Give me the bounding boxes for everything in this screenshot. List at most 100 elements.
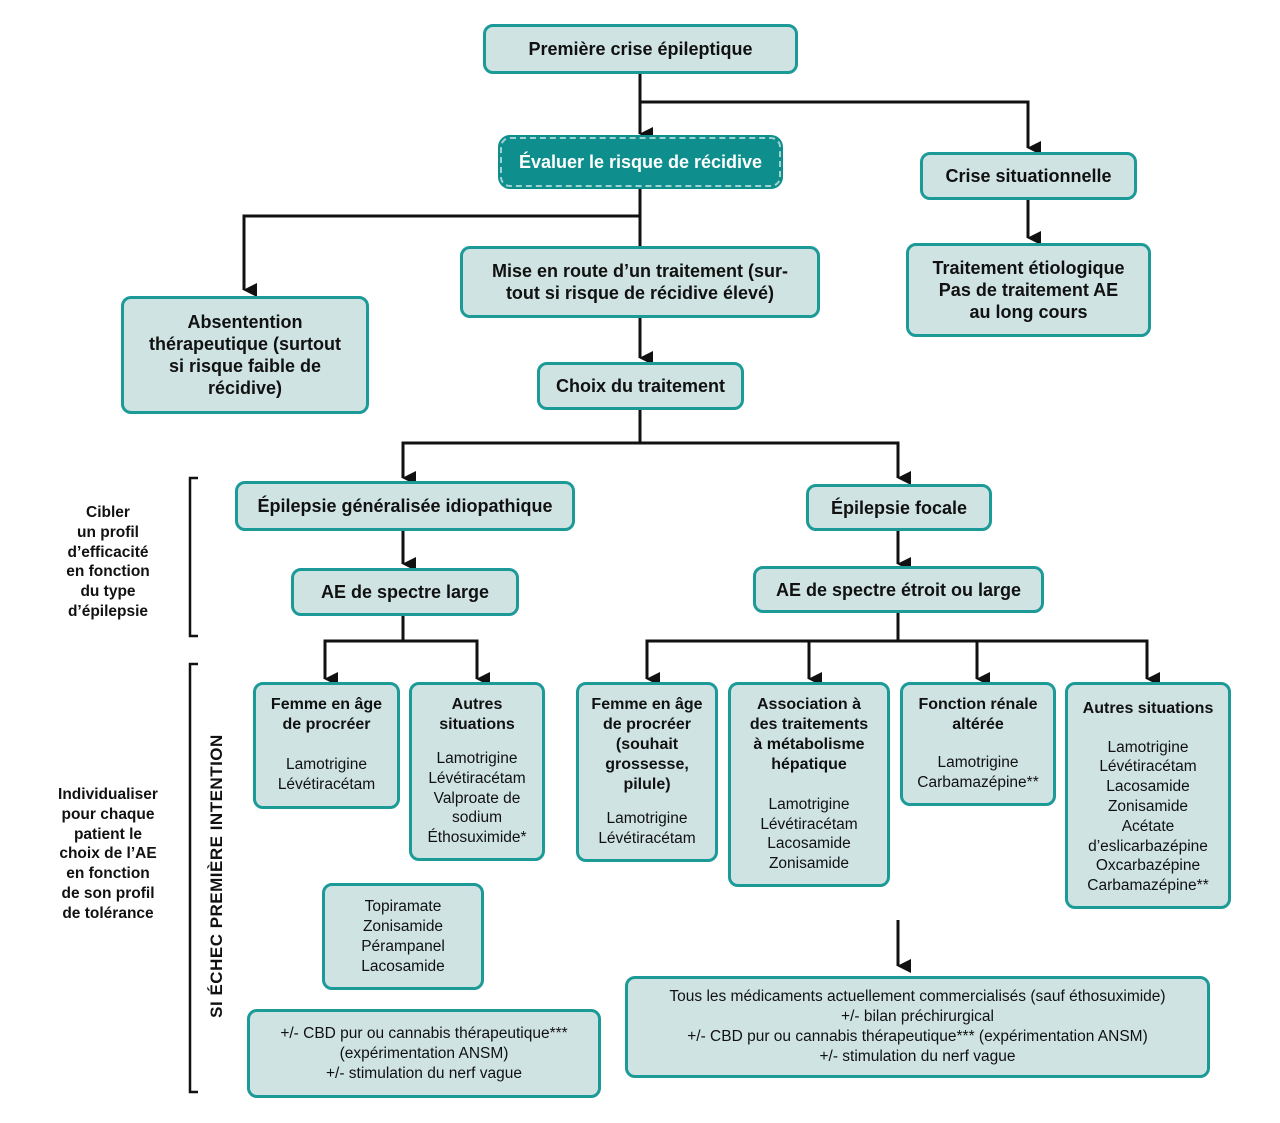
side-line: patient le [73,825,143,843]
drug-item: Lamotrigine [1107,738,1189,756]
arrow-narrow-to-hepatic [807,639,898,686]
drug-item: Zonisamide [1107,798,1189,816]
broad-spectrum-label: AE de spectre large [320,582,490,602]
bottom-focal-box: Tous les médicaments actuellement commer… [625,976,1210,1078]
arrow-broad-to-woman [323,639,403,686]
drug-item: Oxcarbazépine [1095,857,1201,875]
etiological-line: Traitement étiologique [932,258,1125,278]
broad-spectrum-node: AE de spectre large [291,568,519,616]
abstention-line: thérapeutique (surtout [149,334,341,354]
side-line: de tolérance [62,904,154,922]
focal-hepatic-box: Association à des traitements à métaboli… [728,682,890,887]
drug-item: Lacosamide [361,957,445,975]
etiological-line: Pas de traitement AE [938,280,1119,300]
drug-item: Zonisamide [768,855,850,873]
choice-node: Choix du traitement [537,362,744,410]
drug-item: Lamotrigine [768,795,850,813]
option-line: +/- stimulation du nerf vague [325,1064,522,1082]
bracket-target [188,476,198,638]
drug-item: Lévétiracétam [277,775,376,793]
narrow-broad-node: AE de spectre étroit ou large [753,566,1044,613]
abstention-line: Absentention [187,312,303,332]
case-title: altérée [952,716,1004,733]
case-title: grossesse, [605,756,689,773]
side-line: Individualiser [58,786,158,803]
drug-item: Lévétiracétam [428,769,526,787]
side-line: pour chaque [61,805,155,823]
situational-node: Crise situationnelle [920,152,1137,200]
drug-item: Carbamazépine** [1087,877,1209,895]
drug-item: Pérampanel [361,937,445,955]
first-seizure-label: Première crise épileptique [528,39,753,59]
drug-item: Carbamazépine** [917,774,1039,792]
arrow-narrow-to-other [898,639,1160,686]
drug-item: sodium [452,809,502,827]
drug-item: Lévétiracétam [1099,758,1197,776]
side-line: du type [80,583,136,601]
situational-label: Crise situationnelle [945,166,1112,186]
etiological-line: au long cours [969,302,1088,322]
arrow-narrow-to-woman [645,639,898,686]
abstention-line: si risque faible de [168,356,322,376]
option-line: +/- stimulation du nerf vague [819,1048,1016,1065]
drug-item: Lévétiracétam [598,830,696,848]
generalized-woman-box: Femme en âge de procréer Lamotrigine Lév… [253,682,400,809]
narrow-broad-label: AE de spectre étroit ou large [775,579,1022,600]
etiological-node: Traitement étiologique Pas de traitement… [906,243,1151,337]
case-title: des traitements [749,716,869,733]
drug-item: Lamotrigine [937,754,1019,772]
focal-label: Épilepsie focale [830,497,968,518]
arrow-choice-to-generalized [401,441,640,485]
failure-vertical-label: SI ÉCHEC PREMIÈRE INTENTION [207,734,226,1018]
case-title: situations [439,716,515,733]
drug-item: Topiramate [364,897,442,915]
bottom-generalized-box: +/- CBD pur ou cannabis thérapeutique***… [247,1009,601,1098]
case-title: Autres situations [1082,700,1214,717]
start-treatment-line: Mise en route d’un traitement (sur- [491,261,789,281]
drug-item: Lamotrigine [436,750,518,768]
case-title: à métabolisme [753,736,865,753]
option-line: (expérimentation ANSM) [339,1044,509,1062]
generalized-label: Épilepsie généralisée idiopathique [257,496,553,516]
side-line: en fonction [66,865,150,883]
case-title: hépatique [771,756,847,773]
focal-other-box: Autres situations Lamotrigine Lévétiracé… [1065,682,1231,909]
side-line: en fonction [66,563,150,581]
option-line: +/- bilan préchirurgical [841,1008,994,1025]
focal-renal-box: Fonction rénale altérée Lamotrigine Carb… [900,682,1056,806]
case-title: Autres [451,696,503,713]
case-title: Fonction rénale [918,696,1038,713]
start-treatment-line: tout si risque de récidive élevé) [505,283,775,303]
case-title: Association à [756,696,862,713]
case-title: pilule) [623,776,671,793]
side-line: Cibler [86,504,130,521]
case-title: Femme en âge [270,696,383,713]
assess-risk-node: Évaluer le risque de récidive [500,137,781,187]
drug-item: Lacosamide [767,835,851,853]
side-line: choix de l’AE [59,845,157,863]
arrow-broad-to-other [403,639,490,686]
arrow-narrow-to-renal [898,639,990,686]
bracket-individualize [188,662,198,1094]
option-line: +/- CBD pur ou cannabis thérapeutique*** [280,1024,568,1042]
drug-item: Acétate [1121,817,1175,835]
generalized-other-box: Autres situations Lamotrigine Lévétiracé… [409,682,545,861]
arrow-choice-to-focal [640,441,911,485]
second-line-generalized-box: Topiramate Zonisamide Pérampanel Lacosam… [322,883,484,990]
option-line: +/- CBD pur ou cannabis thérapeutique***… [687,1028,1148,1045]
drug-item: Zonisamide [362,917,444,935]
case-title: (souhait [615,736,679,753]
case-title: de procréer [282,716,371,733]
first-seizure-node: Première crise épileptique [483,24,798,74]
drug-item: Éthosuximide* [427,829,527,847]
assess-risk-label: Évaluer le risque de récidive [518,152,763,172]
side-line: d’efficacité [67,543,149,561]
generalized-node: Épilepsie généralisée idiopathique [235,481,575,531]
drug-item: d’eslicarbazépine [1088,837,1208,855]
start-treatment-node: Mise en route d’un traitement (sur- tout… [460,246,820,318]
drug-item: Lamotrigine [606,810,688,828]
focal-woman-box: Femme en âge de procréer (souhait grosse… [576,682,718,862]
case-title: de procréer [602,716,692,733]
drug-item: Valproate de [433,789,521,807]
abstention-node: Absentention thérapeutique (surtout si r… [121,296,369,414]
